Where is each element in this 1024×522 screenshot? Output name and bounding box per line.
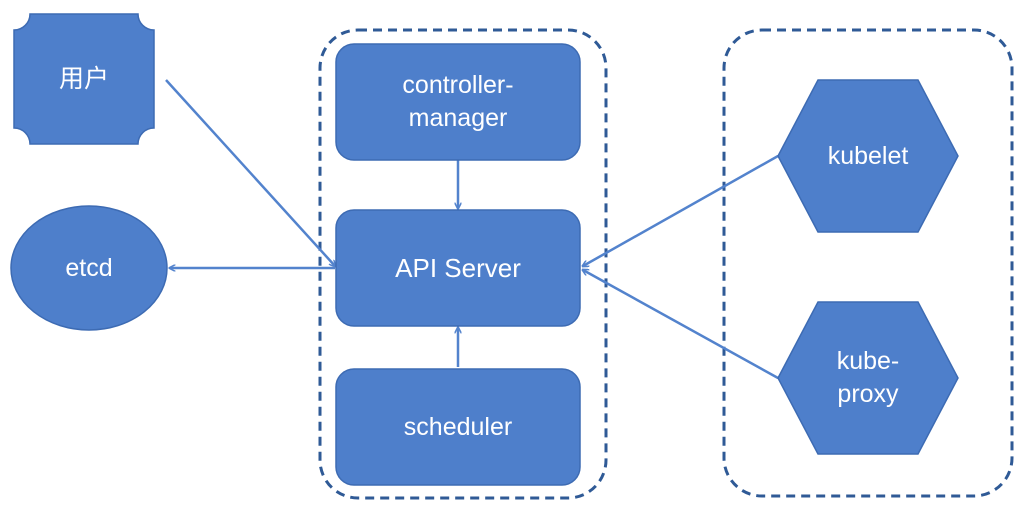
edges (165, 79, 779, 380)
etcd-node (10, 205, 168, 331)
api-server-node (335, 209, 581, 327)
node-components-group (722, 28, 1014, 498)
user-node (13, 13, 155, 145)
edge-kube-proxy-to-api-server (583, 270, 779, 380)
edge-user-to-api-server (165, 79, 335, 266)
controller-manager-node (335, 43, 581, 161)
kube-proxy-node (777, 301, 959, 455)
scheduler-node (335, 368, 581, 486)
edge-kubelet-to-api-server (583, 154, 779, 266)
control-plane-group (318, 28, 608, 500)
kubelet-node (777, 79, 959, 233)
